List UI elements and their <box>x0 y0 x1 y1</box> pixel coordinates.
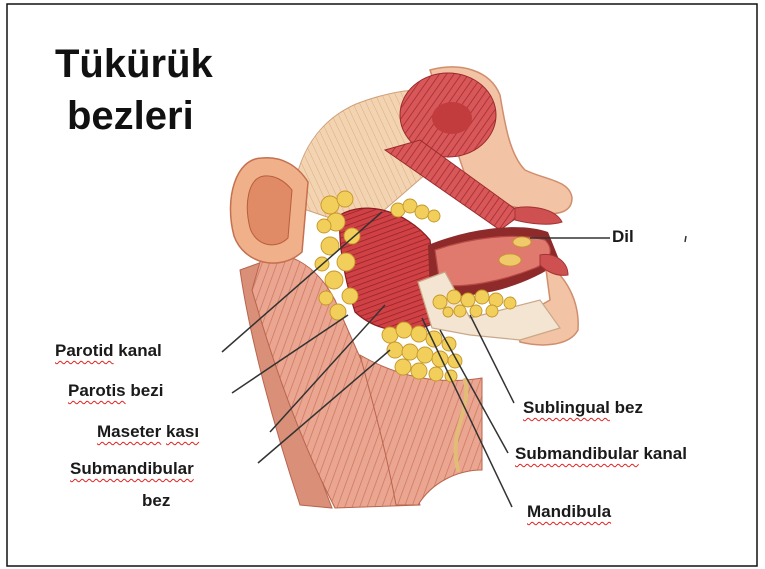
label-word: Parotid <box>55 341 114 360</box>
label-dil: Dil <box>612 226 634 248</box>
label-mandibula: Mandibula <box>527 501 611 523</box>
gland-lobule <box>504 297 516 309</box>
gland-lobule <box>432 351 448 367</box>
gland-lobule <box>344 228 360 244</box>
label-word: bez <box>615 398 643 417</box>
label-word: Sublingual <box>523 398 610 417</box>
gland-lobule <box>443 307 453 317</box>
label-word: kası <box>166 422 199 441</box>
gland-lobule <box>429 367 443 381</box>
tongue-gland-spot <box>513 237 531 247</box>
stray-mark <box>685 236 686 242</box>
label-maseter-kasi: Maseter kası <box>97 421 199 443</box>
eye-region <box>432 102 472 134</box>
label-word: Parotis <box>68 381 126 400</box>
label-word: kanal <box>643 444 686 463</box>
gland-lobule <box>325 271 343 289</box>
tongue-gland-spot <box>499 254 521 266</box>
label-word: kanal <box>118 341 161 360</box>
gland-lobule <box>337 253 355 271</box>
label-word: Submandibular <box>70 459 194 478</box>
label-word: bezi <box>130 381 163 400</box>
gland-lobule <box>337 191 353 207</box>
gland-lobule <box>411 326 427 342</box>
masseter-muscle <box>340 208 440 330</box>
gland-lobule <box>486 305 498 317</box>
gland-lobule <box>415 205 429 219</box>
gland-lobule <box>321 196 339 214</box>
label-parotis-bezi: Parotis bezi <box>68 380 163 402</box>
title-line-1: Tükürük <box>55 40 213 88</box>
label-submandibular-bez-line1: Submandibular <box>70 458 194 480</box>
gland-lobule <box>395 359 411 375</box>
gland-lobule <box>396 322 412 338</box>
title-line-2: bezleri <box>67 92 194 140</box>
gland-lobule <box>319 291 333 305</box>
gland-lobule <box>433 295 447 309</box>
gland-lobule <box>428 210 440 222</box>
gland-lobule <box>417 347 433 363</box>
gland-lobule <box>454 305 466 317</box>
gland-lobule <box>342 288 358 304</box>
label-sublingual-bez: Sublingual bez <box>523 397 643 419</box>
gland-lobule <box>317 219 331 233</box>
gland-lobule <box>475 290 489 304</box>
gland-lobule <box>442 337 456 351</box>
gland-lobule <box>402 344 418 360</box>
label-submandibular-bez-line2: bez <box>142 490 170 512</box>
gland-lobule <box>470 305 482 317</box>
gland-lobule <box>411 363 427 379</box>
gland-lobule <box>447 290 461 304</box>
gland-lobule <box>461 293 475 307</box>
ear-inner <box>247 176 292 245</box>
label-word: Maseter <box>97 422 161 441</box>
label-parotid-kanal: Parotid kanal <box>55 340 162 362</box>
label-word: Submandibular <box>515 444 639 463</box>
lower-lip <box>540 254 568 275</box>
label-word: Mandibula <box>527 502 611 521</box>
label-submandibular-kanal: Submandibular kanal <box>515 443 687 465</box>
label-word: bez <box>142 491 170 510</box>
